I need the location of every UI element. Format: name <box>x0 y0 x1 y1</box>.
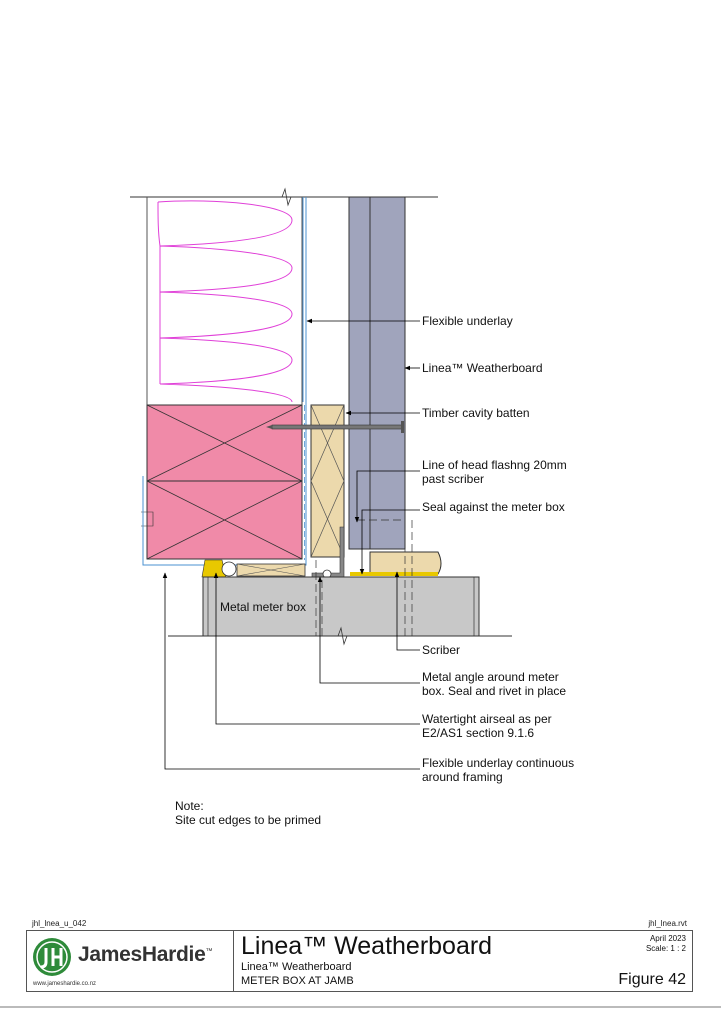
fixing-nail <box>266 421 404 433</box>
brand-website: www.jameshardie.co.nz <box>33 981 97 987</box>
label-head-flashing: Line of head flashng 20mm past scriber <box>422 458 567 486</box>
weatherboard <box>348 196 406 550</box>
timber-framing <box>141 404 303 560</box>
drawing-code: jhl_lnea_u_042 <box>32 919 87 928</box>
insulation-loops <box>157 200 293 403</box>
revit-file: jhl_lnea.rvt <box>648 919 687 928</box>
label-metal-angle: Metal angle around meter box. Seal and r… <box>422 670 567 698</box>
label-timber-cavity-batten: Timber cavity batten <box>422 406 530 420</box>
label-underlay-continuous: Flexible underlay continuous around fram… <box>422 756 575 784</box>
insulation-bay <box>146 197 303 405</box>
title-block-divider <box>233 931 234 991</box>
label-linea-weatherboard: Linea™ Weatherboard <box>422 361 543 375</box>
hidden-lines <box>315 519 413 636</box>
note-heading: Note: <box>175 799 204 813</box>
meter-box <box>168 576 512 646</box>
jameshardie-logo-icon <box>33 938 71 976</box>
cavity-batten <box>310 404 345 558</box>
title-block-detail: METER BOX AT JAMB <box>241 975 354 987</box>
label-seal-meter-box: Seal against the meter box <box>422 500 565 514</box>
label-metal-meter-box: Metal meter box <box>220 600 307 614</box>
title-block-figure: Figure 42 <box>618 971 686 988</box>
title-block: JamesHardie™ www.jameshardie.co.nz Linea… <box>26 930 693 992</box>
title-block-subtitle: Linea™ Weatherboard <box>241 961 352 973</box>
label-scriber: Scriber <box>422 643 461 657</box>
label-airseal: Watertight airseal as per E2/AS1 section… <box>422 712 552 740</box>
scriber <box>236 551 442 577</box>
leader-lines <box>162 318 420 770</box>
title-block-scale: Scale: 1 : 2 <box>645 944 686 953</box>
title-block-title: Linea™ Weatherboard <box>241 932 493 960</box>
brand-name: JamesHardie™ <box>78 943 213 966</box>
title-block-date: April 2023 <box>649 934 686 943</box>
note-text: Site cut edges to be primed <box>175 813 322 827</box>
label-flexible-underlay: Flexible underlay <box>422 314 513 328</box>
